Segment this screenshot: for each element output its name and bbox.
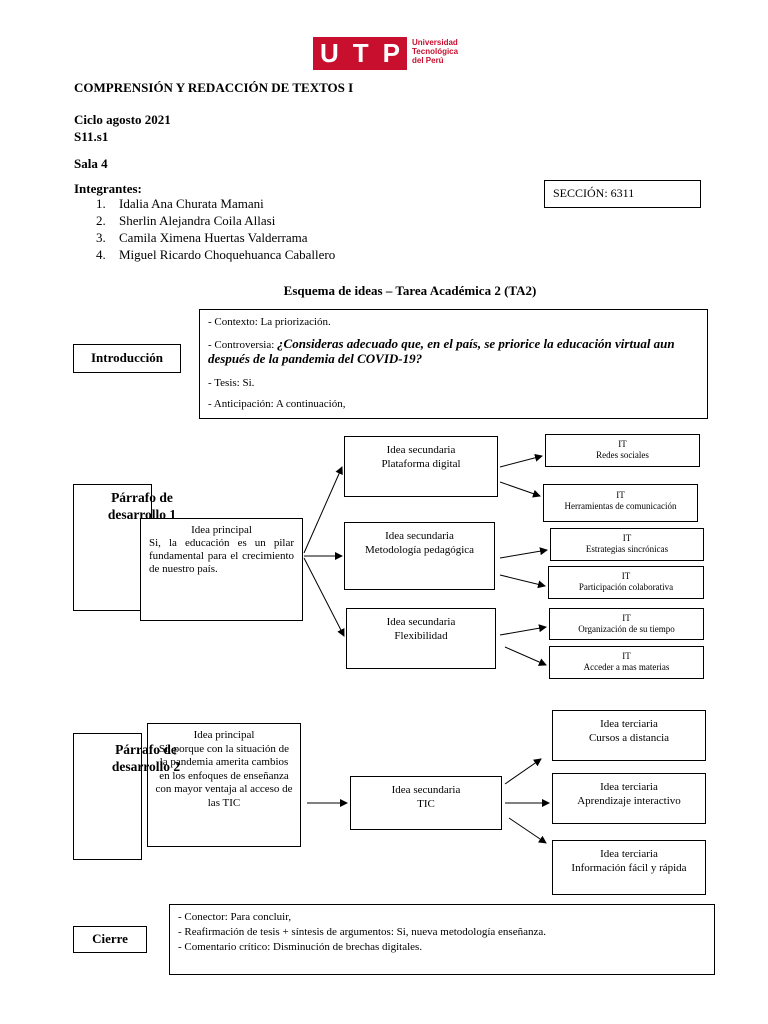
cycle-label: Ciclo agosto 2021 bbox=[74, 112, 171, 127]
arrow-platform-to-tools bbox=[499, 481, 541, 498]
arrow-tic-to-distance bbox=[504, 758, 542, 785]
p2-tertiary-distance: Idea terciaria Cursos a distancia bbox=[552, 710, 706, 761]
paragraph2-label: Párrafo de desarrollo 2 bbox=[111, 742, 181, 774]
course-title: COMPRENSIÓN Y REDACCIÓN DE TEXTOS I bbox=[74, 80, 354, 95]
arrow-main1-to-platform bbox=[303, 466, 343, 554]
p2-tertiary-information: Idea terciaria Información fácil y rápid… bbox=[552, 840, 706, 895]
paragraph2-main-idea: Idea principal Si, porque con la situaci… bbox=[147, 723, 301, 847]
paragraph1-main-idea: Idea principal Si, la educación es un pi… bbox=[140, 518, 303, 621]
p1-tertiary-time: IT Organización de su tiempo bbox=[549, 608, 704, 640]
members-label: Integrantes: bbox=[74, 181, 142, 196]
utp-logo: U T P bbox=[313, 37, 407, 70]
arrow-flexibility-to-time bbox=[499, 624, 547, 636]
p1-tertiary-collaborative: IT Participación colaborativa bbox=[548, 566, 704, 599]
room-label: Sala 4 bbox=[74, 156, 108, 171]
arrow-methodology-to-sync bbox=[499, 547, 548, 559]
section-box: SECCIÓN: 6311 bbox=[544, 180, 701, 208]
intro-controversy: - Controversia: ¿Consideras adecuado que… bbox=[208, 336, 675, 366]
arrow-platform-to-social bbox=[499, 453, 543, 468]
p1-secondary-platform: Idea secundaria Plataforma digital bbox=[344, 436, 498, 497]
p1-secondary-flexibility: Idea secundaria Flexibilidad bbox=[346, 608, 496, 669]
member-item: 1.Idalia Ana Churata Mamani bbox=[96, 196, 264, 211]
arrow-main1-to-flexibility bbox=[303, 557, 345, 637]
members-list: 1.Idalia Ana Churata Mamani 2.Sherlin Al… bbox=[96, 195, 335, 263]
arrow-flexibility-to-subjects bbox=[504, 646, 547, 666]
session-label: S11.s1 bbox=[74, 129, 109, 144]
closing-connector: - Conector: Para concluir, bbox=[178, 911, 292, 923]
member-item: 2.Sherlin Alejandra Coila Allasi bbox=[96, 213, 276, 228]
p1-tertiary-synchronous: IT Estrategias sincrónicas bbox=[550, 528, 704, 561]
closing-label-box: Cierre bbox=[73, 926, 147, 953]
intro-label-box: Introducción bbox=[73, 344, 181, 373]
closing-content-box: - Conector: Para concluir, - Reafirmació… bbox=[169, 904, 715, 975]
p1-tertiary-tools: IT Herramientas de comunicación bbox=[543, 484, 698, 522]
arrow-tic-to-information bbox=[508, 817, 547, 844]
member-item: 4.Miguel Ricardo Choquehuanca Caballero bbox=[96, 247, 336, 262]
closing-reaffirmation: - Reafirmación de tesis + síntesis de ar… bbox=[178, 926, 546, 938]
p1-secondary-methodology: Idea secundaria Metodología pedagógica bbox=[344, 522, 495, 590]
p2-tertiary-interactive: Idea terciaria Aprendizaje interactivo bbox=[552, 773, 706, 824]
logo-university-name: Universidad Tecnológica del Perú bbox=[412, 38, 459, 65]
arrow-methodology-to-collab bbox=[499, 574, 546, 589]
logo-letter-u: U bbox=[319, 38, 339, 68]
intro-thesis: - Tesis: Si. bbox=[208, 377, 255, 389]
intro-anticipation: - Anticipación: A continuación, bbox=[208, 398, 346, 410]
scheme-title: Esquema de ideas – Tarea Académica 2 (TA… bbox=[283, 283, 537, 298]
intro-content-box: - Contexto: La priorización. - Controver… bbox=[199, 309, 708, 419]
member-item: 3.Camila Ximena Huertas Valderrama bbox=[96, 230, 308, 245]
p1-tertiary-subjects: IT Acceder a mas materias bbox=[549, 646, 704, 679]
p2-secondary-tic: Idea secundaria TIC bbox=[350, 776, 502, 830]
intro-context: - Contexto: La priorización. bbox=[208, 316, 331, 328]
paragraph2-label-box bbox=[73, 733, 142, 860]
closing-comment: - Comentario crítico: Disminución de bre… bbox=[178, 941, 423, 953]
p1-tertiary-social: IT Redes sociales bbox=[545, 434, 700, 467]
logo-letter-p: P bbox=[382, 38, 400, 68]
logo-letter-t: T bbox=[352, 38, 369, 68]
